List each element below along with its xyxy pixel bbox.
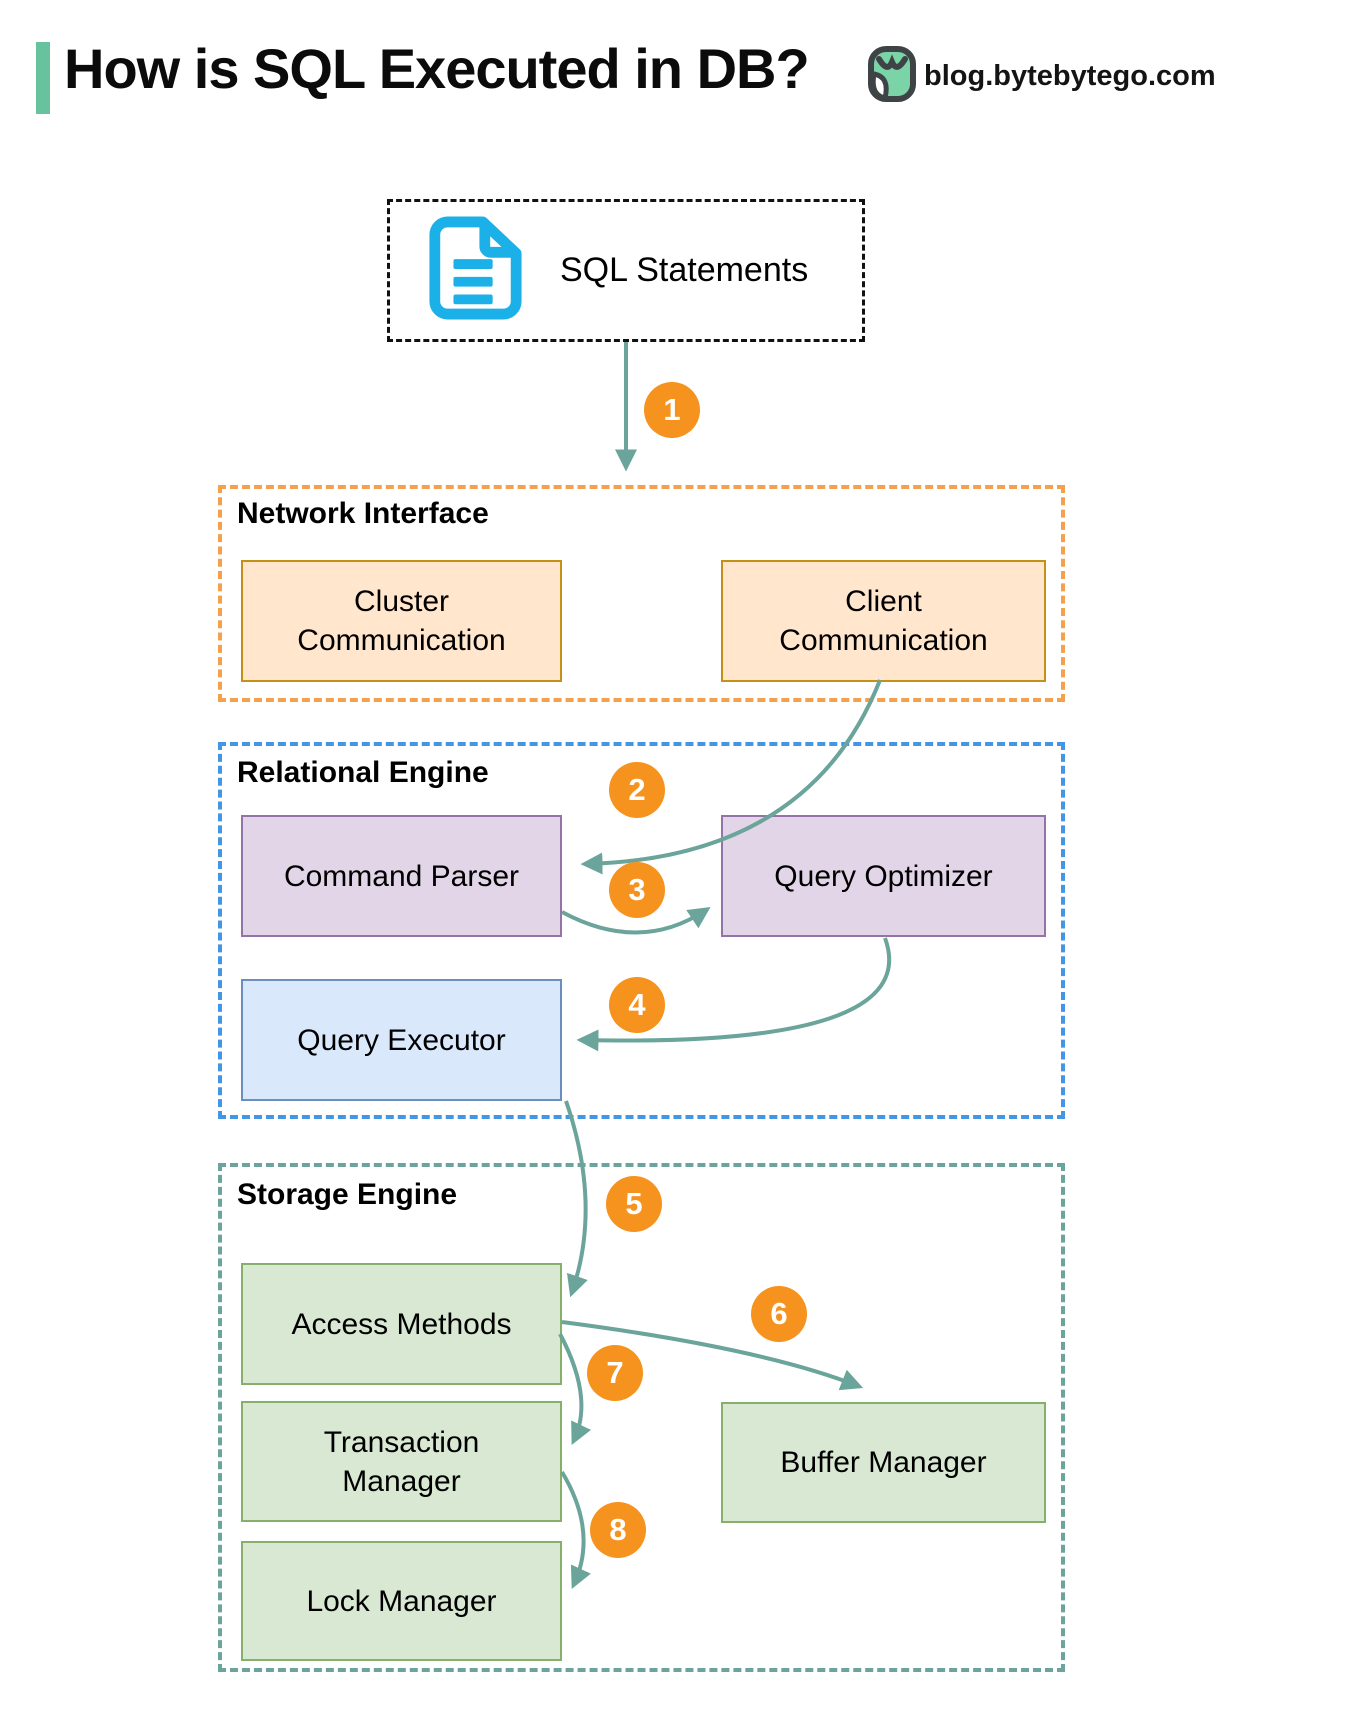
storage-engine-container: [218, 1163, 1065, 1672]
sql-statements-box: SQL Statements: [387, 199, 865, 342]
node-access-methods: Access Methods: [241, 1263, 562, 1385]
node-transaction-manager: Transaction Manager: [241, 1401, 562, 1522]
step-badge-3: 3: [609, 862, 665, 918]
step-badge-6: 6: [751, 1286, 807, 1342]
sql-document-icon: [426, 216, 524, 325]
network-interface-label: Network Interface: [237, 497, 489, 530]
storage-engine-label: Storage Engine: [237, 1178, 458, 1211]
node-query-optimizer: Query Optimizer: [721, 815, 1046, 937]
step-badge-7: 7: [587, 1345, 643, 1401]
node-command-parser: Command Parser: [241, 815, 562, 937]
brand-site-text: blog.bytebytego.com: [924, 60, 1216, 92]
step-badge-4: 4: [609, 977, 665, 1033]
sql-statements-label: SQL Statements: [560, 251, 809, 289]
node-buffer-manager: Buffer Manager: [721, 1402, 1046, 1523]
node-client-communication: Client Communication: [721, 560, 1046, 682]
step-badge-8: 8: [590, 1502, 646, 1558]
node-query-executor: Query Executor: [241, 979, 562, 1101]
title-accent-bar: [36, 42, 50, 114]
node-lock-manager: Lock Manager: [241, 1541, 562, 1661]
page-title: How is SQL Executed in DB?: [64, 37, 810, 100]
step-badge-5: 5: [606, 1176, 662, 1232]
relational-engine-label: Relational Engine: [237, 756, 489, 789]
step-badge-1: 1: [644, 382, 700, 438]
node-cluster-communication: Cluster Communication: [241, 560, 562, 682]
step-badge-2: 2: [609, 762, 665, 818]
brand: blog.bytebytego.com: [866, 44, 1216, 109]
bytebytego-owl-logo-icon: [866, 44, 918, 109]
